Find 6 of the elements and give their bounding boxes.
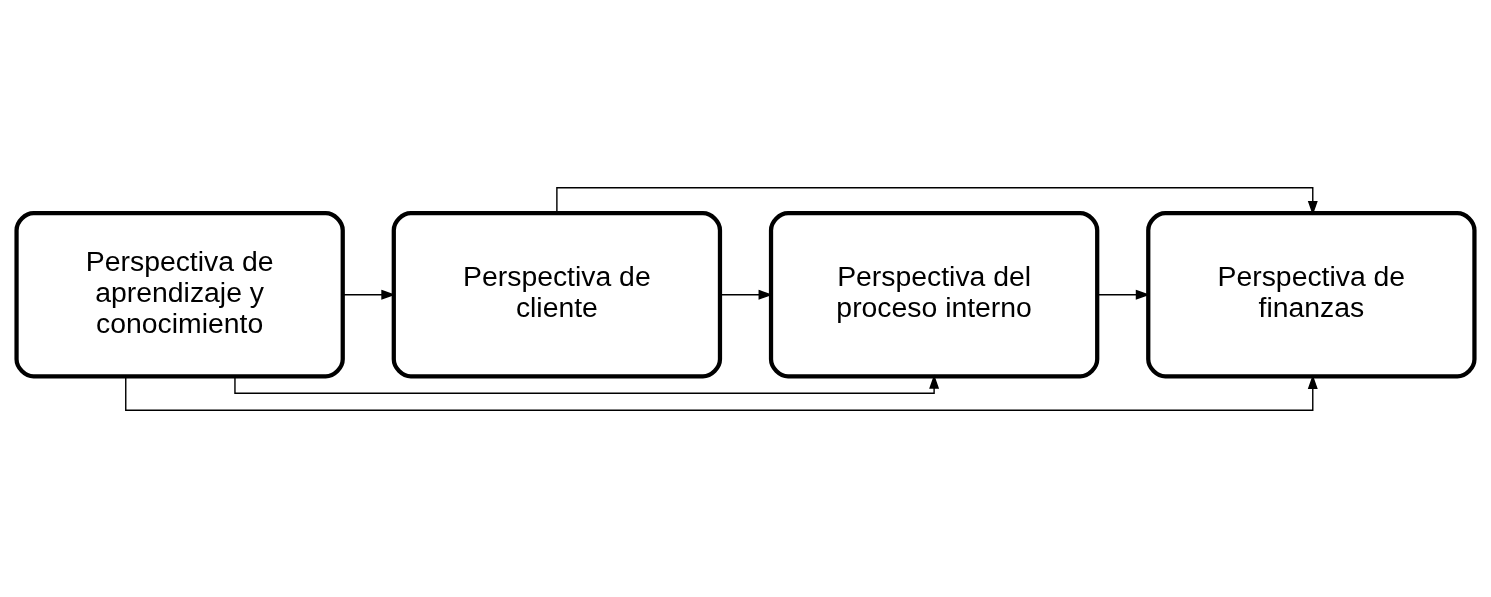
node-box: Perspectiva de aprendizaje y conocimiento [14, 210, 345, 378]
node-box: Perspectiva de cliente [391, 210, 723, 378]
arrow [1096, 289, 1150, 300]
arrow [125, 374, 1318, 411]
node-box: Perspectiva del proceso interno [768, 210, 1100, 378]
node-box: Perspectiva de finanzas [1146, 210, 1477, 378]
